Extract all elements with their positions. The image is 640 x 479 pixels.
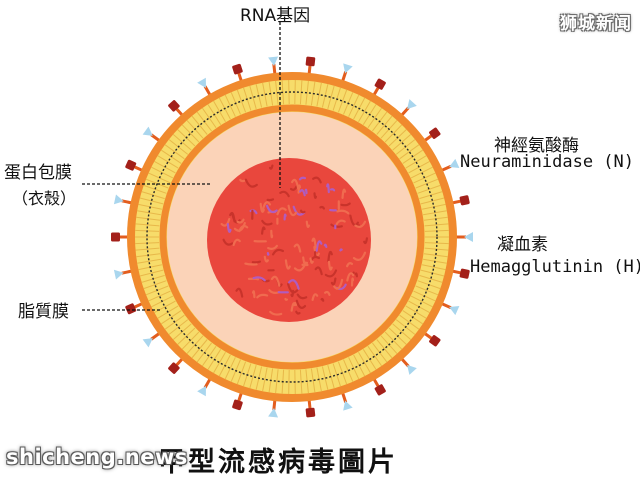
neuraminidase-head	[268, 56, 279, 66]
protein-envelope-label: 蛋白包膜	[4, 158, 72, 183]
rna-strand	[340, 249, 341, 250]
neuraminidase-head	[197, 383, 210, 396]
rna-strand	[306, 190, 307, 193]
hemagglutinin-knob	[232, 399, 243, 410]
hemagglutinin-en-label: Hemagglutinin (H)	[470, 257, 640, 277]
capsid-sublabel: （衣殼）	[12, 185, 76, 209]
rna-strand	[268, 199, 273, 200]
hemagglutinin-knob	[125, 159, 137, 171]
hemagglutinin-knob	[374, 384, 386, 396]
neuraminidase-head	[268, 408, 279, 418]
rna-strand	[331, 189, 334, 190]
neuraminidase-head	[447, 159, 459, 172]
rna-gene-label: RNA基因	[240, 1, 310, 26]
rna-strand	[356, 274, 357, 277]
rna-core-blob	[207, 158, 371, 322]
neuraminidase-en-label: Neuraminidase (N)	[460, 152, 634, 172]
diagram-caption: 甲型流感病毒圖片	[158, 440, 398, 479]
rna-strand	[322, 299, 324, 301]
hemagglutinin-knob	[306, 408, 316, 418]
rna-core	[207, 158, 371, 322]
hemagglutinin-knob	[306, 57, 316, 67]
rna-strand	[268, 253, 269, 255]
rna-strand	[271, 231, 272, 237]
neuraminidase-head	[197, 78, 210, 91]
rna-strand	[285, 299, 287, 300]
hemagglutinin-knob	[232, 63, 243, 74]
hemagglutinin-knob	[111, 233, 120, 242]
rna-strand	[240, 180, 244, 181]
lipid-stripe	[289, 370, 290, 394]
rna-strand	[253, 262, 260, 263]
hemagglutinin-knob	[374, 78, 386, 90]
watermark-top-right: 狮城新闻	[560, 9, 632, 34]
rna-strand	[245, 264, 256, 265]
lipid-membrane-label: 脂質膜	[18, 297, 69, 322]
watermark-bottom-left: shicheng.news	[6, 445, 188, 469]
neuraminidase-head	[447, 302, 459, 315]
rna-strand	[253, 291, 254, 297]
hemagglutinin-knob	[459, 268, 470, 279]
neuraminidase-head	[464, 232, 473, 242]
hemagglutinin-cn-label: 凝血素	[497, 230, 548, 255]
hemagglutinin-knob	[125, 303, 137, 315]
rna-strand	[285, 215, 286, 220]
hemagglutinin-knob	[459, 195, 470, 206]
rna-strand	[352, 279, 353, 286]
